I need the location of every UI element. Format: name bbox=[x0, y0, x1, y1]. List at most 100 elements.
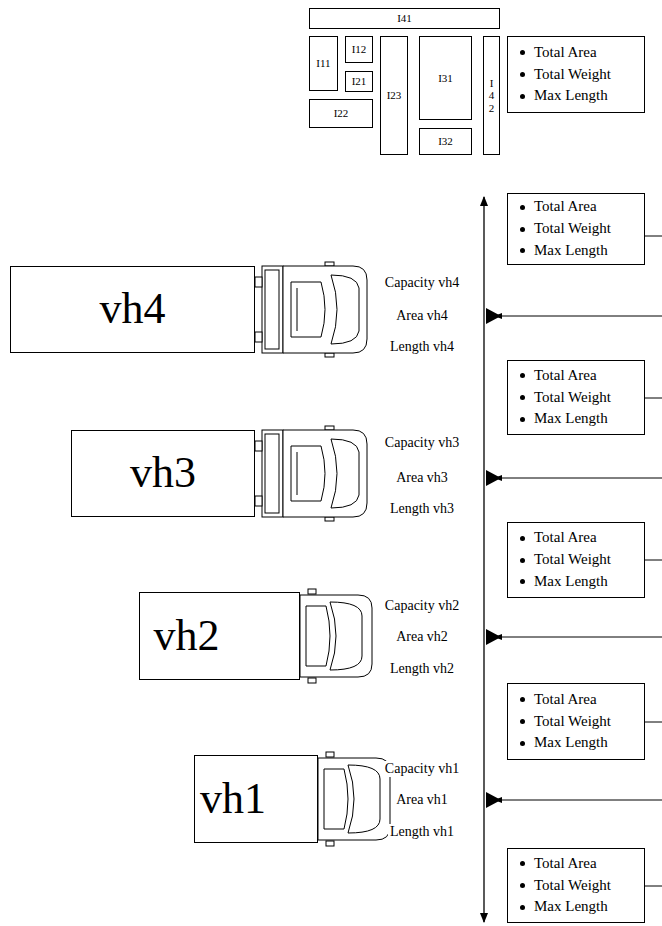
bullet-row: Total Weight bbox=[520, 387, 611, 409]
item-name: I42 bbox=[488, 77, 494, 113]
text-group: I21 bbox=[352, 75, 367, 88]
van-cab bbox=[300, 589, 372, 683]
cab-roof bbox=[291, 282, 325, 337]
coupling bbox=[262, 430, 283, 517]
mirror bbox=[308, 678, 316, 683]
hitch bbox=[255, 277, 262, 287]
vehicle-name: vh3 bbox=[130, 448, 196, 499]
vehicle-attribute-label: Area vh3 bbox=[394, 470, 450, 486]
attribute-text: Total Area bbox=[534, 196, 597, 218]
text-group: I42 bbox=[488, 77, 494, 113]
bullet-dot bbox=[520, 227, 525, 232]
bullet-dot bbox=[520, 719, 525, 724]
text-group: I41 bbox=[397, 12, 412, 25]
attribute-text: Total Weight bbox=[534, 218, 611, 240]
text-group: Total AreaTotal WeightMax Length bbox=[520, 853, 611, 918]
bullet-row: Total Area bbox=[520, 196, 611, 218]
bullet-row: Total Area bbox=[520, 42, 611, 64]
attribute-text: Total Weight bbox=[534, 549, 611, 571]
coupling bbox=[265, 270, 279, 349]
attribute-text: Total Weight bbox=[534, 387, 611, 409]
bullet-row: Total Weight bbox=[520, 711, 611, 733]
vehicle-box: vh1 bbox=[194, 755, 318, 843]
item-name: I23 bbox=[387, 89, 402, 102]
bullet-row: Max Length bbox=[520, 85, 611, 107]
item-box: I11 bbox=[309, 36, 338, 91]
vehicle-box: vh4 bbox=[10, 266, 255, 353]
feed-arrow bbox=[495, 316, 662, 317]
item-box: I42 bbox=[483, 36, 500, 155]
attribute-text: Max Length bbox=[534, 896, 608, 918]
attribute-text: Max Length bbox=[534, 408, 608, 430]
vehicle-attribute-label: Capacity vh4 bbox=[383, 275, 461, 291]
text-group: Total AreaTotal WeightMax Length bbox=[520, 42, 611, 107]
attribute-text: Total Area bbox=[534, 42, 597, 64]
attribute-text: Total Weight bbox=[534, 875, 611, 897]
item-name: I41 bbox=[397, 12, 412, 25]
text-group: I23 bbox=[387, 89, 402, 102]
text-group: vh1 bbox=[200, 774, 266, 825]
cab-body bbox=[283, 266, 367, 353]
windshield bbox=[331, 439, 359, 508]
bullet-dot bbox=[520, 741, 525, 746]
bullet-dot bbox=[520, 395, 525, 400]
exit-line bbox=[645, 236, 662, 237]
text-group: I12 bbox=[352, 43, 367, 56]
exit-line bbox=[645, 398, 662, 399]
windshield bbox=[348, 765, 380, 833]
item-box: I21 bbox=[345, 71, 373, 92]
bullet-dot bbox=[520, 697, 525, 702]
bullet-dot bbox=[520, 373, 525, 378]
bullet-dot bbox=[520, 94, 525, 99]
bullet-dot bbox=[520, 72, 525, 77]
item-name: I12 bbox=[352, 43, 367, 56]
cab-roof bbox=[306, 606, 330, 666]
item-box: I31 bbox=[419, 36, 472, 120]
bullet-dot bbox=[520, 205, 525, 210]
bullet-dot bbox=[520, 536, 525, 541]
bullet-dot bbox=[520, 417, 525, 422]
cab-roof bbox=[324, 769, 348, 829]
hitch bbox=[255, 332, 262, 342]
item-box: I41 bbox=[309, 8, 500, 29]
attribute-text: Max Length bbox=[534, 571, 608, 593]
bullet-row: Max Length bbox=[520, 408, 611, 430]
text-group: Total AreaTotal WeightMax Length bbox=[520, 196, 611, 261]
attribute-box: Total AreaTotal WeightMax Length bbox=[507, 360, 645, 435]
attribute-text: Total Area bbox=[534, 689, 597, 711]
mirror bbox=[325, 517, 334, 521]
windshield bbox=[330, 602, 362, 670]
vehicle-attribute-label: Length vh2 bbox=[388, 661, 456, 677]
feed-arrow bbox=[495, 637, 662, 638]
coupling bbox=[265, 434, 279, 513]
text-group: Total AreaTotal WeightMax Length bbox=[520, 527, 611, 592]
bullet-dot bbox=[520, 883, 525, 888]
bullet-row: Total Area bbox=[520, 853, 611, 875]
item-box: I22 bbox=[309, 99, 373, 128]
text-group: vh3 bbox=[130, 448, 196, 499]
attribute-text: Max Length bbox=[534, 85, 608, 107]
hitch bbox=[255, 441, 262, 451]
van-cab bbox=[318, 752, 390, 846]
text-group: Total AreaTotal WeightMax Length bbox=[520, 365, 611, 430]
windshield bbox=[331, 275, 359, 344]
bullet-row: Total Area bbox=[520, 365, 611, 387]
attribute-text: Total Area bbox=[534, 365, 597, 387]
mirror bbox=[326, 841, 334, 846]
vehicle-attribute-label: Length vh4 bbox=[388, 339, 456, 355]
bullet-dot bbox=[520, 248, 525, 253]
feed-arrow bbox=[495, 800, 662, 801]
bullet-row: Total Area bbox=[520, 689, 611, 711]
exit-line bbox=[645, 722, 662, 723]
bullet-dot bbox=[520, 579, 525, 584]
mirror bbox=[326, 752, 334, 757]
text-group: vh2 bbox=[154, 611, 220, 662]
item-name: I31 bbox=[438, 72, 453, 85]
hitch bbox=[255, 496, 262, 506]
bullet-row: Total Weight bbox=[520, 218, 611, 240]
vehicle-attribute-label: Area vh2 bbox=[394, 629, 450, 645]
vehicle-name: vh2 bbox=[154, 611, 220, 662]
bullet-row: Total Weight bbox=[520, 549, 611, 571]
item-box: I32 bbox=[419, 128, 472, 155]
